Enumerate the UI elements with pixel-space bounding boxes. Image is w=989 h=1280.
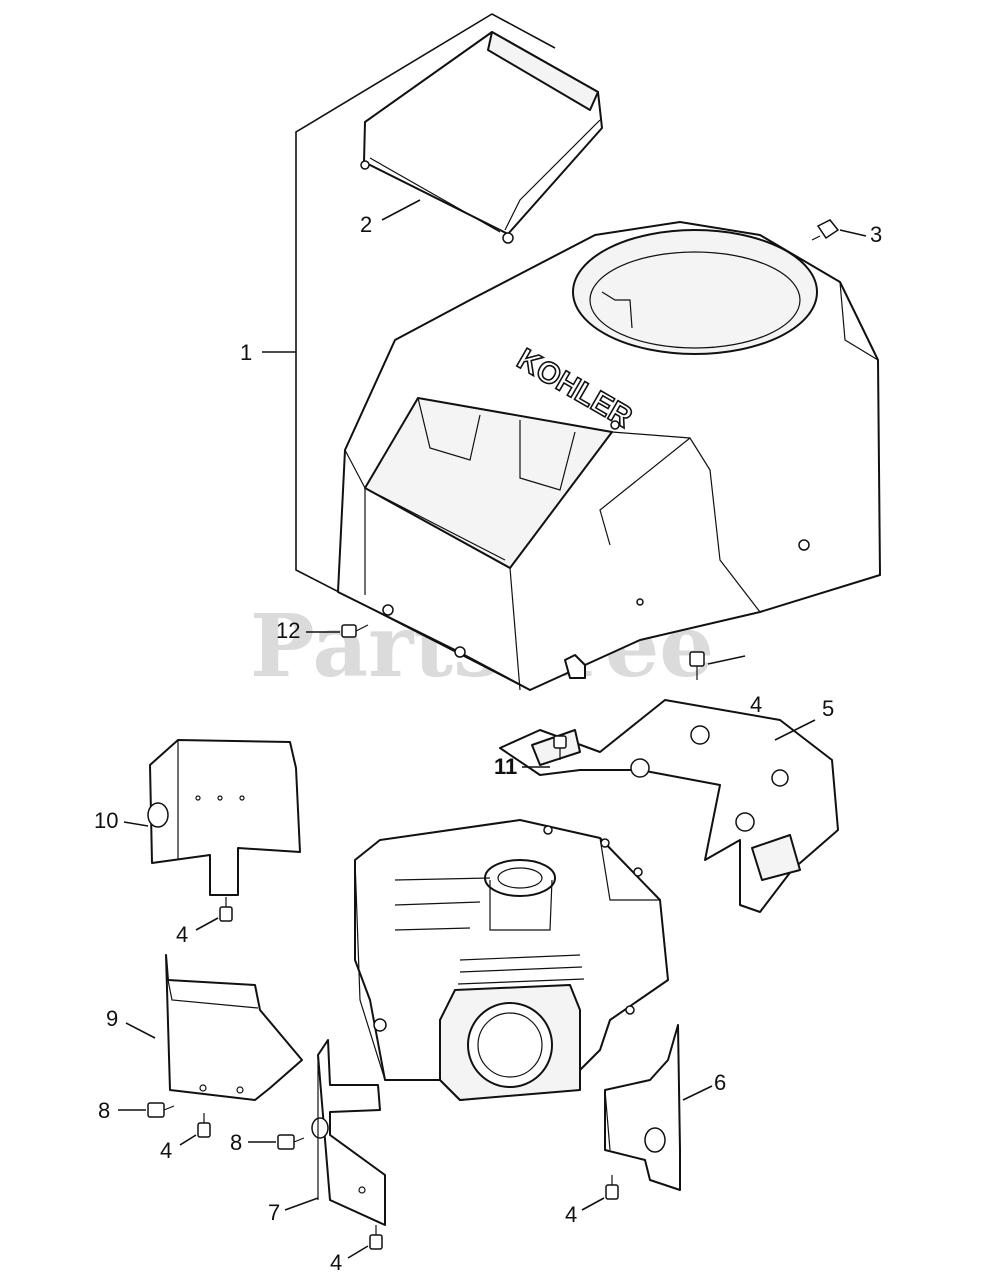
- leader-line-housing-screw: [707, 655, 746, 665]
- leader-line-4-e: [581, 1197, 605, 1211]
- part-1-blower-housing[interactable]: KOHLER: [337, 221, 881, 691]
- leader-line-4-b: [195, 917, 219, 931]
- leader-line-4-c: [179, 1134, 197, 1146]
- part-10-shroud[interactable]: [147, 739, 301, 896]
- callout-4-a: 4: [750, 692, 762, 717]
- part-4-screw-6[interactable]: [605, 1175, 619, 1200]
- callout-7: 7: [268, 1200, 280, 1225]
- callout-11: 11: [494, 754, 517, 779]
- part-7-bracket[interactable]: [311, 1039, 386, 1226]
- leader-line-3: [839, 229, 867, 237]
- part-4-screw-7[interactable]: [369, 1225, 383, 1250]
- callout-4-c: 4: [160, 1138, 172, 1163]
- callout-2: 2: [360, 212, 372, 237]
- leader-line-5: [774, 719, 816, 741]
- leader-line-2: [381, 199, 421, 221]
- part-8-screw-a[interactable]: [147, 1102, 175, 1118]
- leader-line-9: [125, 1022, 156, 1039]
- engine-block[interactable]: [354, 819, 669, 1101]
- callout-6: 6: [714, 1070, 726, 1095]
- part-3-screw[interactable]: [811, 219, 840, 241]
- callout-8-b: 8: [230, 1130, 242, 1155]
- callout-1: 1: [240, 340, 252, 365]
- leader-line-7: [284, 1197, 319, 1211]
- part-2-cover-panel[interactable]: [360, 31, 603, 244]
- leader-line-4-d: [347, 1245, 369, 1259]
- callout-8-a: 8: [98, 1098, 110, 1123]
- callout-5: 5: [822, 696, 834, 721]
- leader-line-6: [682, 1085, 713, 1101]
- callout-12: 12: [276, 618, 300, 643]
- callout-9: 9: [106, 1006, 118, 1031]
- part-4-screw-housing[interactable]: [689, 651, 705, 680]
- callout-4-e: 4: [565, 1202, 577, 1227]
- part-12-screw[interactable]: [341, 624, 369, 638]
- callout-10: 10: [94, 808, 118, 833]
- leader-line-10: [123, 821, 149, 827]
- callout-4-b: 4: [176, 922, 188, 947]
- part-8-screw-b[interactable]: [277, 1134, 305, 1150]
- part-4-screw-10[interactable]: [219, 897, 233, 922]
- callout-3: 3: [870, 222, 882, 247]
- callout-4-d: 4: [330, 1250, 342, 1275]
- part-6-shroud[interactable]: [604, 1024, 681, 1191]
- part-11-screw[interactable]: [553, 735, 567, 760]
- part-4-screw-9[interactable]: [197, 1113, 211, 1138]
- part-9-plate[interactable]: [165, 954, 303, 1101]
